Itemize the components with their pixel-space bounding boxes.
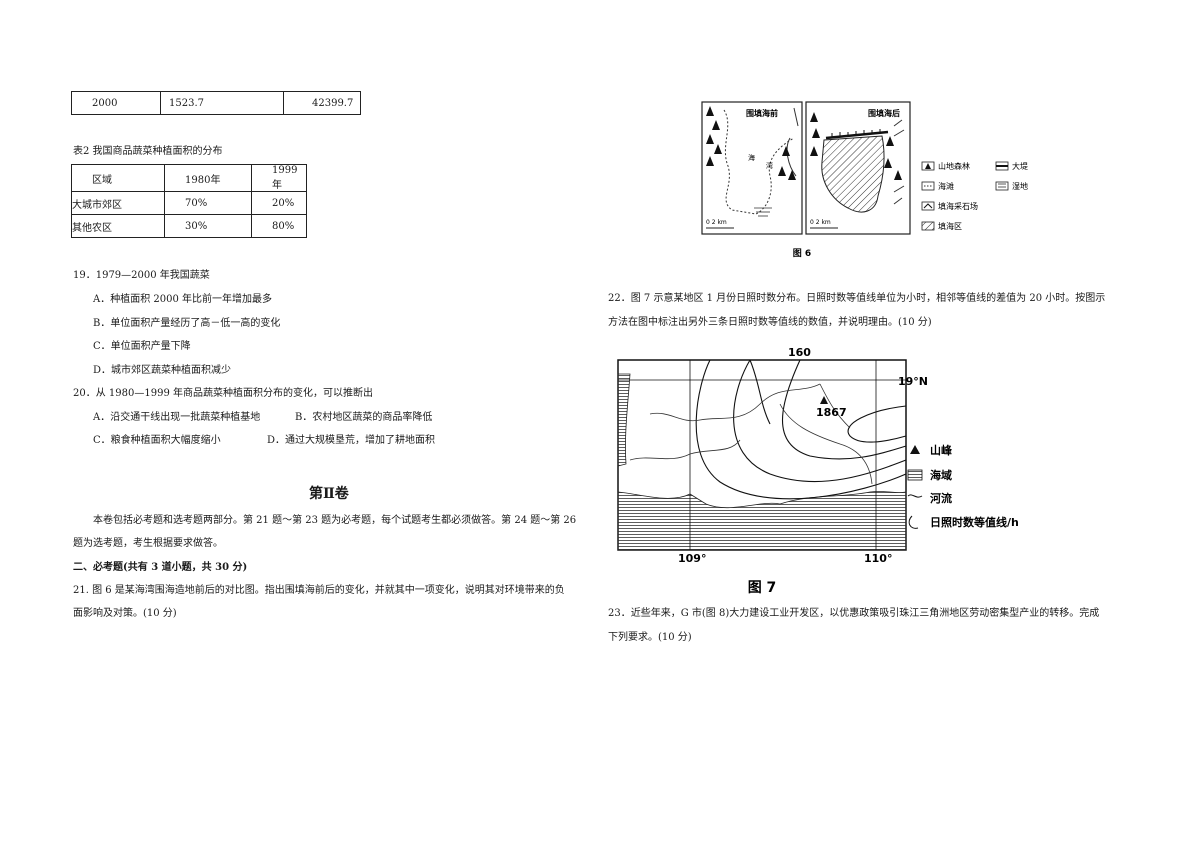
q19-stem: 19．1979—2000 年我国蔬菜 [73, 270, 210, 281]
column-header: 1999年 [251, 164, 307, 192]
wetland-icon [754, 207, 772, 217]
dike-ticks [831, 129, 881, 137]
legend-beach: 海滩 [938, 181, 954, 191]
q22-line2: 方法在图中标注出另外三条日照时数等值线的数值，并说明理由。(10 分) [608, 317, 932, 328]
table2: 区域 1980年 1999年 大城市郊区 70% 20% 其他农区 30% 80… [71, 164, 307, 238]
fig6-panel-after-label: 围填海后 [868, 108, 900, 118]
table-header-row: 区域 1980年 1999年 [71, 164, 307, 192]
fig7-caption: 图 7 [748, 580, 777, 596]
legend-sea: 海域 [930, 468, 952, 482]
figure-7: 1867 160 19°N 109° 110° 山峰 海域 河流 日照时数等值线… [617, 346, 1019, 596]
legend-isoline: 日照时数等值线/h [930, 515, 1019, 529]
fig6-before-coastline [723, 109, 795, 215]
fig7-legend: 山峰 海域 河流 日照时数等值线/h [907, 443, 1019, 529]
column-header: 1980年 [164, 164, 252, 192]
table1: 2000 1523.7 42399.7 [71, 91, 361, 115]
fig6-reclaimed-area [821, 135, 885, 213]
q22-line1: 22．图 7 示意某地区 1 月份日照时数分布。日照时数等值线单位为小时，相邻等… [608, 293, 1106, 304]
fig6-caption: 图 6 [793, 248, 811, 259]
table-cell: 其他农区 [71, 214, 165, 238]
fig7-peak-value: 1867 [816, 406, 847, 419]
legend-quarry: 填海采石场 [938, 201, 978, 211]
fig6-bay-label: 湾 [766, 161, 773, 170]
figure-6: 围填海前 围填海后 海 湾 0 2 km 0 2 km [701, 101, 1028, 259]
fig6-before-coast-solid [786, 107, 799, 177]
q23-line2: 下列要求。(10 分) [608, 632, 692, 643]
fig7-isolines [695, 359, 907, 500]
table-cell: 70% [164, 191, 252, 215]
mountain-forest-icon [706, 106, 796, 180]
q20-stem: 20．从 1980—1999 年商品蔬菜种植面积分布的变化，可以推断出 [73, 388, 373, 399]
fig6-panel-after-frame [805, 101, 911, 235]
fig7-top-isoline-value: 160 [788, 346, 811, 359]
column-header: 区域 [71, 164, 165, 192]
legend-river: 河流 [930, 491, 952, 505]
table-row: 2000 1523.7 42399.7 [71, 91, 361, 115]
fig6-panel-before-label: 围填海前 [746, 108, 778, 118]
fig6-sea-label: 海 [748, 153, 755, 162]
q21-line2: 面影响及对策。(10 分) [73, 608, 177, 619]
legend-wetland: 湿地 [1012, 181, 1028, 191]
section-heading: 二、必考题(共有 3 道小题，共 30 分) [73, 562, 248, 573]
fig6-panel-before-frame [701, 101, 803, 235]
table-cell: 大城市郊区 [71, 191, 165, 215]
legend-reclaimed: 填海区 [938, 221, 962, 231]
table-row: 其他农区 30% 80% [71, 214, 307, 238]
section-intro-line2: 题为选考题，考生根据要求做答。 [73, 538, 223, 549]
table-cell: 80% [251, 214, 307, 238]
svg-text:0 2 km: 0 2 km [706, 219, 727, 226]
table-cell: 20% [251, 191, 307, 215]
q20-option-c: C．粮食种植面积大幅度缩小 [93, 435, 221, 446]
fig7-sea-area-left [617, 373, 631, 467]
fig7-rivers [629, 383, 873, 485]
fig6-after-quarry [893, 119, 905, 205]
fig7-latitude-label: 19°N [898, 375, 928, 388]
fig6-dike [825, 130, 889, 140]
table-cell: 2000 [71, 91, 161, 115]
fig7-sea-area [617, 491, 907, 551]
q19-option-a: A．种植面积 2000 年比前一年增加最多 [93, 294, 273, 305]
legend-peak: 山峰 [930, 443, 953, 457]
table-row: 大城市郊区 70% 20% [71, 191, 307, 215]
q20-option-d: D．通过大规模垦荒，增加了耕地面积 [267, 435, 436, 446]
section-title: 第Ⅱ卷 [309, 486, 349, 502]
fig6-scale-bar: 0 2 km 0 2 km [706, 219, 838, 229]
table-cell: 1523.7 [160, 91, 284, 115]
table-cell: 42399.7 [283, 91, 361, 115]
legend-mountain-forest: 山地森林 [938, 161, 970, 171]
q19-option-b: B．单位面积产量经历了高－低一高的变化 [93, 318, 281, 329]
q20-option-b: B．农村地区蔬菜的商品率降低 [295, 412, 433, 423]
table2-caption: 表2 我国商品蔬菜种植面积的分布 [73, 146, 223, 157]
table-cell: 30% [164, 214, 252, 238]
q20-option-a: A．沿交通干线出现一批蔬菜种植基地 [93, 412, 261, 423]
svg-text:0 2 km: 0 2 km [810, 219, 831, 226]
q19-option-d: D．城市郊区蔬菜种植面积减少 [93, 365, 232, 376]
legend-dike: 大堤 [1012, 161, 1028, 171]
q21-line1: 21. 图 6 是某海湾围海造地前后的对比图。指出围填海前后的变化，并就其中一项… [73, 585, 565, 596]
mountain-forest-icon [810, 112, 902, 180]
fig7-lon-left-label: 109° [678, 552, 706, 565]
q19-option-c: C．单位面积产量下降 [93, 341, 191, 352]
fig7-peak-marker [820, 396, 828, 404]
q23-line1: 23．近些年来，G 市(图 8)大力建设工业开发区，以优惠政策吸引珠江三角洲地区… [608, 608, 1100, 619]
fig6-legend: 山地森林 大堤 海滩 湿地 填海采石场 填海区 [921, 161, 1028, 231]
section-intro-line1: 本卷包括必考题和选考题两部分。第 21 题～第 23 题为必考题，每个试题考生都… [93, 515, 577, 526]
fig7-lon-right-label: 110° [864, 552, 892, 565]
